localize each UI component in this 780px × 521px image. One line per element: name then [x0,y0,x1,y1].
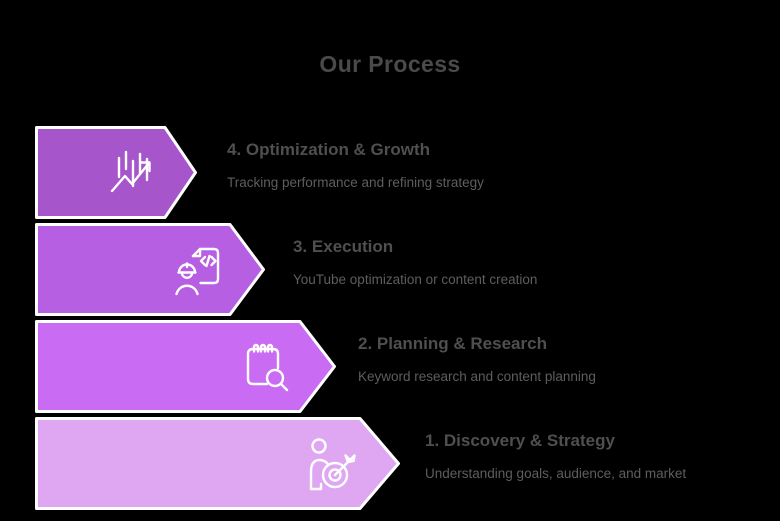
page-title: Our Process [319,51,461,77]
step-heading: 1. Discovery & Strategy [425,431,615,450]
arrow-banner [35,417,400,510]
arrow-banner [35,223,265,316]
step-text-block: 4. Optimization & Growth Tracking perfor… [227,140,484,191]
step-heading: 4. Optimization & Growth [227,140,431,159]
arrow-shape [35,126,197,219]
step-text-block: 3. Execution YouTube optimization or con… [293,237,537,288]
step-heading: 3. Execution [293,237,394,256]
arrow-banner [35,126,197,219]
step-heading: 2. Planning & Research [358,334,547,353]
person-target-icon [309,438,356,491]
growth-chart-icon [110,150,151,193]
step-description: Tracking performance and refining strate… [227,175,484,190]
step-description: Understanding goals, audience, and marke… [425,466,687,481]
arrow-banner [35,320,336,413]
step-optimization-growth: 4. Optimization & Growth Tracking perfor… [35,126,484,219]
step-discovery-strategy: 1. Discovery & Strategy Understanding go… [35,417,686,510]
step-description: YouTube optimization or content creation [293,272,538,287]
step-planning-research: 2. Planning & Research Keyword research … [35,320,596,413]
arrow-shape [35,417,400,510]
step-execution: 3. Execution YouTube optimization or con… [35,223,537,316]
notepad-magnifier-icon [246,343,289,392]
arrow-shape [35,223,265,316]
step-text-block: 2. Planning & Research Keyword research … [358,334,596,385]
step-description: Keyword research and content planning [358,369,596,384]
step-text-block: 1. Discovery & Strategy Understanding go… [425,431,686,482]
engineer-code-document-icon [175,247,220,296]
arrow-shape [35,320,336,413]
